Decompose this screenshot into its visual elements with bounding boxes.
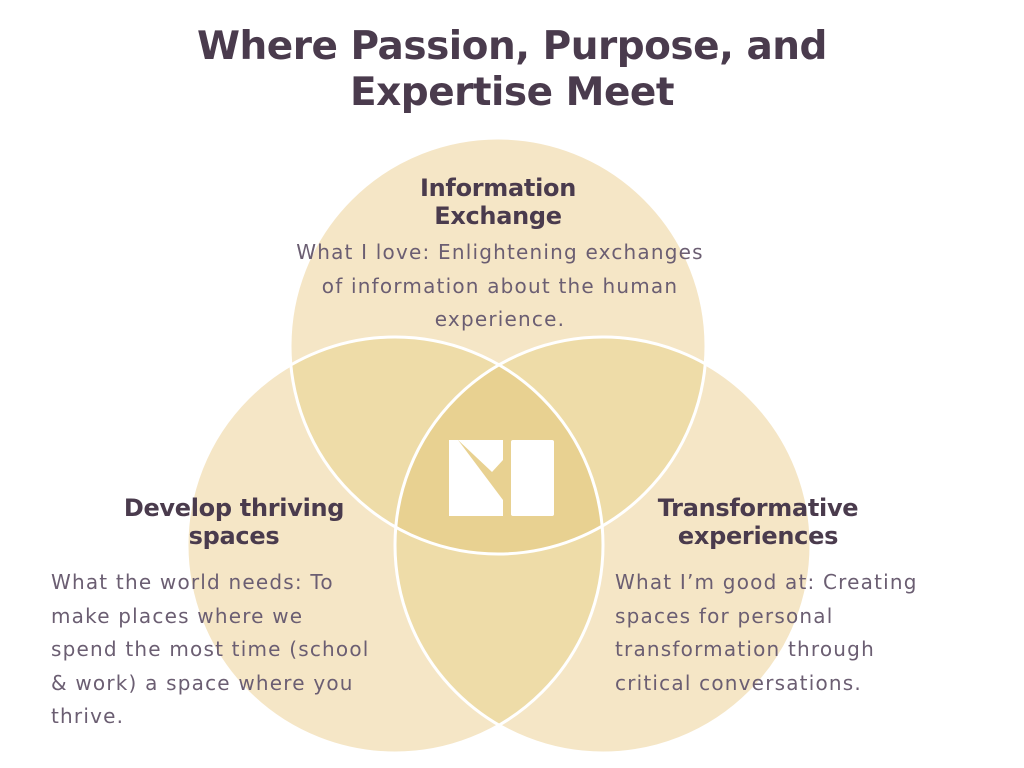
- heading-line: Information: [420, 174, 576, 202]
- heading-line: Exchange: [434, 202, 562, 230]
- information-exchange-heading: Information Exchange: [360, 174, 636, 230]
- develop-thriving-spaces-description: What the world needs: To make places whe…: [51, 566, 431, 734]
- circle-outline-right: [393, 335, 813, 755]
- heading-line: spaces: [188, 522, 280, 550]
- transformative-experiences-heading: Transformative experiences: [618, 494, 898, 550]
- diagram-title: Where Passion, Purpose, and Expertise Me…: [0, 24, 1024, 116]
- m-logo-icon: [449, 440, 554, 516]
- develop-thriving-spaces-heading: Develop thriving spaces: [100, 494, 368, 550]
- description-line: critical conversations.: [615, 670, 862, 695]
- description-line: of information about the human: [321, 273, 679, 298]
- description-line: make places where we: [51, 603, 304, 628]
- description-line: spend the most time (school: [51, 637, 370, 661]
- transformative-experiences-description: What I’m good at: Creating spaces for pe…: [615, 566, 1010, 700]
- title-line: Expertise Meet: [349, 70, 675, 115]
- circle-outline-top: [288, 136, 708, 556]
- heading-line: Develop thriving: [123, 494, 345, 522]
- description-line: experience.: [434, 307, 566, 331]
- description-line: What I love: Enlightening exchanges: [296, 240, 704, 264]
- title-line: Where Passion, Purpose, and: [197, 24, 827, 69]
- heading-line: experiences: [677, 522, 839, 550]
- description-line: spaces for personal: [615, 603, 834, 628]
- circle-outline-left: [185, 335, 605, 755]
- description-line: transformation through: [615, 637, 875, 661]
- heading-line: Transformative: [657, 494, 859, 522]
- description-line: What I’m good at: Creating: [615, 570, 918, 594]
- description-line: What the world needs: To: [51, 570, 334, 594]
- description-line: & work) a space where you: [51, 670, 354, 695]
- description-line: thrive.: [51, 704, 125, 728]
- information-exchange-description: What I love: Enlightening exchanges of i…: [250, 236, 750, 337]
